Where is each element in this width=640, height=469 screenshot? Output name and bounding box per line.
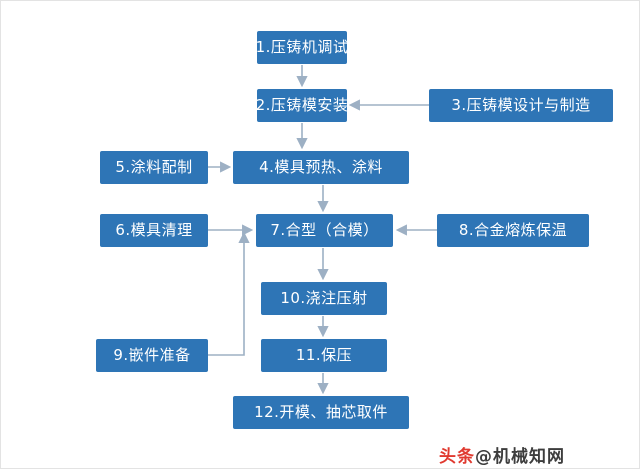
flow-node-4-mold-preheat-coating: 4.模具预热、涂料	[233, 151, 409, 184]
flow-node-6-mold-cleaning: 6.模具清理	[100, 214, 208, 247]
watermark-brand: 头条	[439, 447, 475, 467]
flow-node-9-insert-prep: 9.嵌件准备	[96, 339, 208, 372]
flow-node-10-pour-inject: 10.浇注压射	[261, 282, 387, 315]
watermark-handle: @机械知网	[475, 447, 565, 467]
flow-node-7-mold-closing: 7.合型（合模）	[256, 214, 393, 247]
flow-node-2-mold-install: 2.压铸模安装	[256, 89, 348, 122]
flow-node-5-coating-prep: 5.涂料配制	[100, 151, 208, 184]
flow-node-8-alloy-melting: 8.合金熔炼保温	[437, 214, 589, 247]
flow-node-1-machine-debug: 1.压铸机调试	[256, 31, 348, 64]
watermark: 头条@机械知网	[439, 442, 565, 467]
flow-node-12-open-mold: 12.开模、抽芯取件	[233, 396, 409, 429]
flow-node-11-hold-pressure: 11.保压	[261, 339, 387, 372]
flow-node-3-mold-design: 3.压铸模设计与制造	[429, 89, 613, 122]
